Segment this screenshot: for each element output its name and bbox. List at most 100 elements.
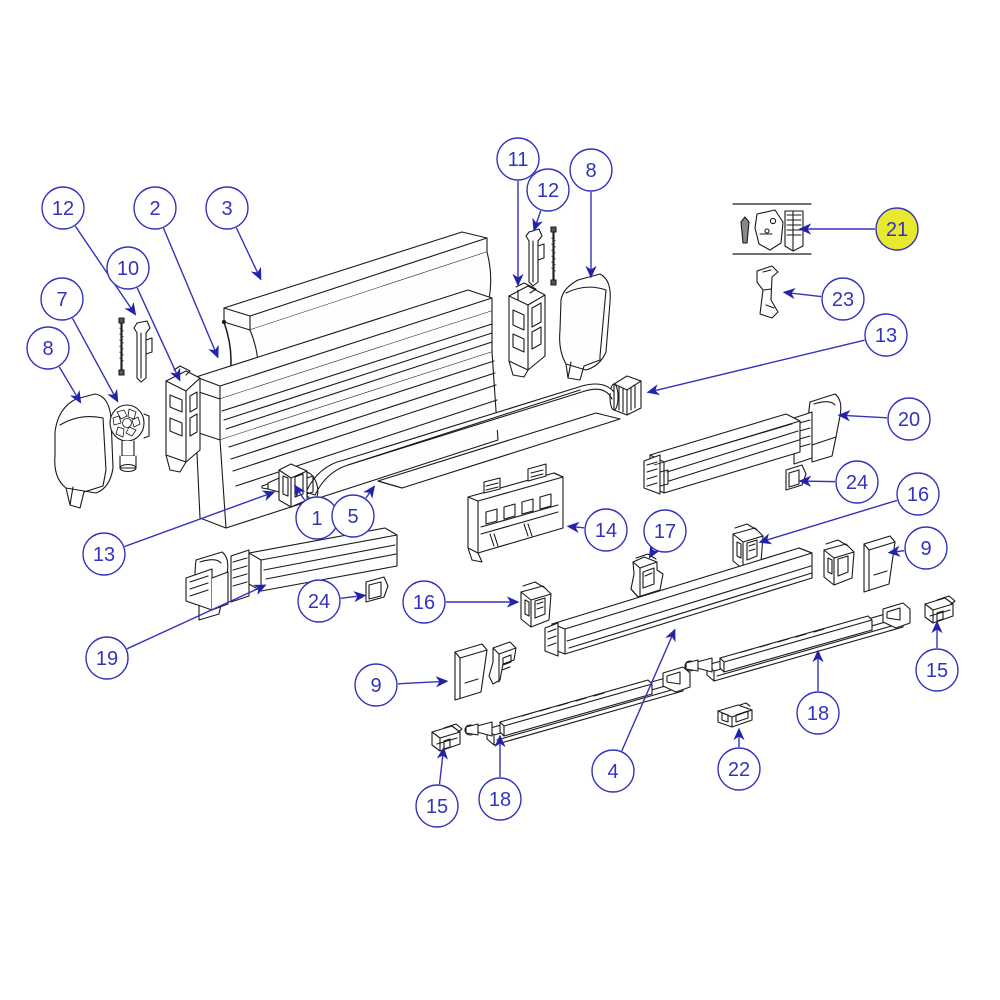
callout-label: 15 [926,660,948,682]
callout-1[interactable]: 1 [293,484,339,540]
callout-bubble[interactable] [415,784,459,828]
callout-leader [74,225,137,316]
callout-label: 23 [832,289,854,311]
callout-label: 9 [370,675,381,697]
callout-bubble[interactable] [496,137,540,181]
callout-bubble[interactable] [591,749,635,793]
callout-bubble[interactable] [402,580,446,624]
callout-label: 20 [898,409,920,431]
callout-15[interactable]: 15 [915,620,959,692]
callout-label: 3 [221,198,232,220]
callout-label: 17 [654,521,676,543]
callout-label: 10 [117,258,139,280]
callout-2[interactable]: 2 [133,186,219,359]
callout-13[interactable]: 13 [82,490,276,576]
callout-16[interactable]: 16 [402,580,520,624]
callout-bubble[interactable] [864,313,908,357]
callout-13[interactable]: 13 [646,313,908,396]
callout-label: 2 [149,198,160,220]
callout-12[interactable]: 12 [526,168,570,232]
callout-bubble[interactable] [478,777,522,821]
callout-leader [621,628,676,752]
callout-label: 14 [595,520,617,542]
callout-leader [71,318,119,403]
callout-15[interactable]: 15 [415,746,459,828]
callout-4[interactable]: 4 [591,628,676,793]
callout-bubble[interactable] [40,277,84,321]
callout-label: 5 [347,506,358,528]
callout-bubble[interactable] [331,494,375,538]
callout-bubble[interactable] [106,246,150,290]
callout-24[interactable]: 24 [297,579,367,623]
callout-10[interactable]: 10 [106,246,181,382]
callout-5[interactable]: 5 [331,485,376,538]
callout-bubble[interactable] [915,648,959,692]
callout-bubble[interactable] [41,186,85,230]
callout-label: 13 [875,325,897,347]
callout-leader [340,591,367,603]
callout-label: 1 [311,508,322,530]
callout-bubble[interactable] [643,509,687,553]
callout-bubble[interactable] [26,326,70,370]
callout-bubble[interactable] [82,532,126,576]
callout-17[interactable]: 17 [643,509,687,559]
callout-label: 24 [308,591,330,613]
callout-leader [566,521,585,533]
callout-label: 16 [907,484,929,506]
callout-11[interactable]: 11 [496,137,540,287]
callout-leader [648,544,661,559]
callout-label: 24 [846,472,868,494]
callout-leader [162,228,219,359]
callout-bubble[interactable] [904,526,948,570]
callout-19[interactable]: 19 [85,584,267,680]
callout-leader [58,366,82,404]
callout-label: 18 [807,703,829,725]
callout-label: 9 [920,538,931,560]
callout-leader [363,485,376,499]
callout-3[interactable]: 3 [205,186,262,281]
callout-bubble[interactable] [887,397,931,441]
callout-9[interactable]: 9 [887,526,948,570]
callout-leader [136,287,181,382]
callout-8[interactable]: 8 [569,148,613,279]
callout-16[interactable]: 16 [758,472,940,545]
callout-18[interactable]: 18 [478,734,522,821]
callout-8[interactable]: 8 [26,326,82,404]
callout-bubble[interactable] [569,148,613,192]
callout-bubble[interactable] [717,747,761,791]
callout-bubble[interactable] [205,186,249,230]
callout-label: 7 [56,289,67,311]
callout-bubble[interactable] [526,168,570,212]
callout-label: 4 [607,761,618,783]
callout-22[interactable]: 22 [717,727,761,791]
callout-leader [436,746,448,785]
callout-18[interactable]: 18 [796,649,840,735]
callout-bubble[interactable] [875,207,919,251]
callout-leader [887,545,905,557]
callout-bubble[interactable] [85,636,129,680]
callout-bubble[interactable] [297,579,341,623]
callout-label: 16 [413,592,435,614]
callout-bubble[interactable] [835,460,879,504]
callout-leader [758,499,898,545]
callout-label: 18 [489,789,511,811]
callout-leader [293,484,306,501]
callout-bubble[interactable] [354,663,398,707]
callout-label: 11 [508,149,529,171]
callout-20[interactable]: 20 [837,397,931,441]
callout-bubble[interactable] [133,186,177,230]
callout-14[interactable]: 14 [566,508,628,552]
callout-7[interactable]: 7 [40,277,119,403]
callout-24[interactable]: 24 [798,460,879,504]
callout-bubble[interactable] [821,277,865,321]
callout-12[interactable]: 12 [41,186,137,316]
callout-bubble[interactable] [584,508,628,552]
callout-21[interactable]: 21 [798,207,919,251]
callout-bubble[interactable] [896,472,940,516]
callout-bubble[interactable] [796,691,840,735]
callout-label: 12 [52,198,74,220]
callout-9[interactable]: 9 [354,663,449,707]
callout-23[interactable]: 23 [782,277,865,321]
callout-leader [397,676,449,688]
callout-label: 15 [426,796,448,818]
